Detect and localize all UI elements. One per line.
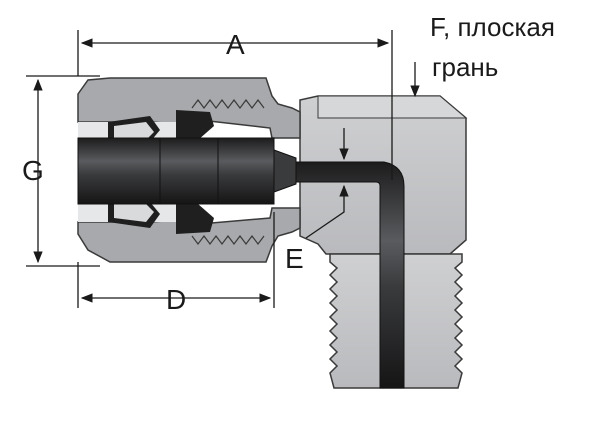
flow-path xyxy=(295,161,405,389)
label-g: G xyxy=(22,155,44,186)
dim-e-lower xyxy=(305,184,349,239)
label-d: D xyxy=(166,284,186,315)
ferrules xyxy=(108,110,214,234)
label-f-line1: F, плоская xyxy=(430,12,555,42)
label-a: A xyxy=(226,29,245,60)
tube xyxy=(77,137,297,205)
dimension-lines xyxy=(26,30,420,308)
label-f-line2: грань xyxy=(432,52,498,82)
label-e: E xyxy=(285,243,304,274)
